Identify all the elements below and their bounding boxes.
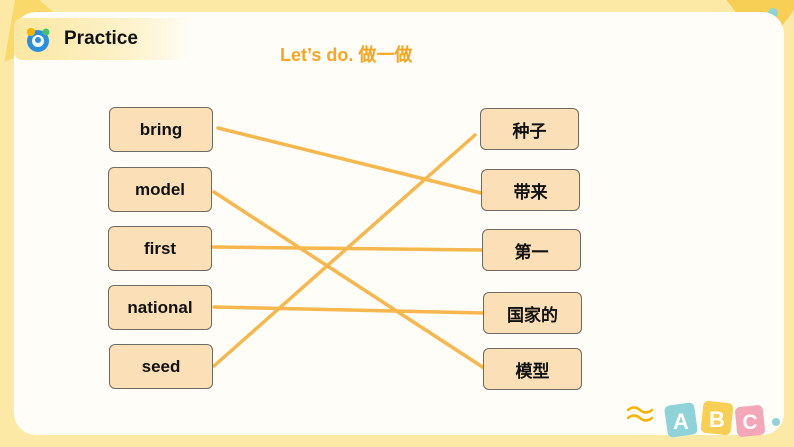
abc-letter-c: C	[742, 411, 757, 434]
instruction-text: Let’s do. 做一做	[280, 45, 413, 65]
match-line-seed	[212, 133, 477, 368]
meaning-card-seed[interactable]: 种子	[480, 108, 579, 150]
abc-blocks-decoration: A B C	[626, 401, 780, 438]
meaning-card-national[interactable]: 国家的	[483, 292, 582, 334]
meaning-card-bring[interactable]: 带来	[481, 169, 580, 211]
colorful-person-logo-icon	[27, 28, 50, 52]
match-line-national	[212, 305, 486, 315]
dot-decoration	[768, 8, 778, 18]
match-line-model	[212, 190, 486, 370]
word-card-bring[interactable]: bring	[109, 107, 213, 152]
abc-letter-a: A	[673, 409, 689, 434]
meaning-card-first[interactable]: 第一	[482, 229, 581, 271]
match-line-bring	[216, 126, 483, 195]
word-card-first[interactable]: first	[108, 226, 212, 271]
page-title: Practice	[64, 28, 138, 49]
abc-letter-b: B	[709, 407, 725, 432]
word-card-seed[interactable]: seed	[109, 344, 213, 389]
word-card-model[interactable]: model	[108, 167, 212, 212]
meaning-card-model[interactable]: 模型	[483, 348, 582, 390]
word-card-national[interactable]: national	[108, 285, 212, 330]
